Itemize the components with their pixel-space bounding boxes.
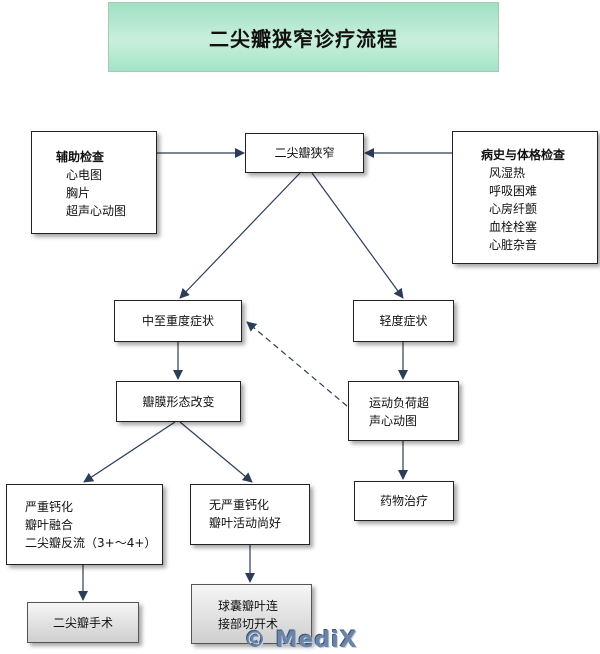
node-balloon-commissurotomy: 球囊瓣叶连 接部切开术: [191, 584, 312, 644]
node-mild-symptoms: 轻度症状: [353, 300, 454, 342]
severe-calcification-line: 瓣叶融合: [25, 518, 74, 532]
no-severe-calcification-line: 瓣叶活动尚好: [209, 516, 282, 530]
balloon-line: 球囊瓣叶连: [218, 599, 279, 613]
history-exam-item: 心房纤颤: [489, 202, 538, 216]
exercise-echo-line: 声心动图: [369, 414, 418, 428]
medication-label: 药物治疗: [379, 494, 428, 508]
edge-root-to-moderate: [179, 172, 301, 299]
diagram-title: 二尖瓣狭窄诊疗流程: [108, 2, 499, 72]
valve-morphology-label: 瓣膜形态改变: [142, 394, 215, 409]
node-severe-calcification: 严重钙化 瓣叶融合 二尖瓣反流（3+～4+）: [6, 484, 163, 565]
node-exercise-echo: 运动负荷超 声心动图: [348, 381, 459, 441]
node-moderate-severe-symptoms: 中至重度症状: [114, 300, 242, 342]
balloon-line: 接部切开术: [218, 617, 279, 631]
node-history-physical-exam: 病史与体格检查 风湿热 呼吸困难 心房纤颤 血栓栓塞 心脏杂音: [452, 131, 598, 264]
edge-morphology-to-nosevere: [179, 421, 253, 483]
node-medication: 药物治疗: [354, 481, 454, 521]
edge-root-to-mild: [311, 172, 404, 299]
node-no-severe-calcification: 无严重钙化 瓣叶活动尚好: [190, 484, 310, 545]
severe-calcification-line: 严重钙化: [25, 500, 74, 514]
history-exam-item: 风湿热: [489, 166, 526, 180]
node-mitral-stenosis: 二尖瓣狭窄: [245, 133, 364, 173]
node-mitral-valve-surgery: 二尖瓣手术: [27, 602, 139, 643]
node-valve-morphology-change: 瓣膜形态改变: [116, 381, 241, 422]
history-exam-heading: 病史与体格检查: [481, 148, 566, 162]
moderate-severe-label: 中至重度症状: [141, 314, 214, 328]
node-mitral-stenosis-label: 二尖瓣狭窄: [274, 146, 335, 160]
severe-calcification-line: 二尖瓣反流（3+～4+）: [25, 536, 157, 550]
node-auxiliary-exams: 辅助检查 心电图 胸片 超声心动图: [31, 131, 157, 234]
edge-morphology-to-severe: [83, 421, 176, 483]
medix-watermark: © MediX: [244, 628, 358, 653]
history-exam-item: 心脏杂音: [489, 238, 538, 252]
edge-exercise-to-moderate: [246, 321, 348, 407]
auxiliary-exam-item: 超声心动图: [66, 204, 127, 218]
auxiliary-exam-item: 胸片: [66, 186, 91, 200]
history-exam-item: 血栓栓塞: [489, 220, 538, 234]
mild-symptoms-label: 轻度症状: [379, 314, 428, 328]
exercise-echo-line: 运动负荷超: [369, 396, 430, 410]
mitral-surgery-label: 二尖瓣手术: [52, 615, 113, 630]
history-exam-item: 呼吸困难: [489, 184, 538, 198]
no-severe-calcification-line: 无严重钙化: [209, 498, 270, 512]
auxiliary-exam-item: 心电图: [66, 168, 103, 182]
auxiliary-exams-heading: 辅助检查: [56, 150, 105, 164]
